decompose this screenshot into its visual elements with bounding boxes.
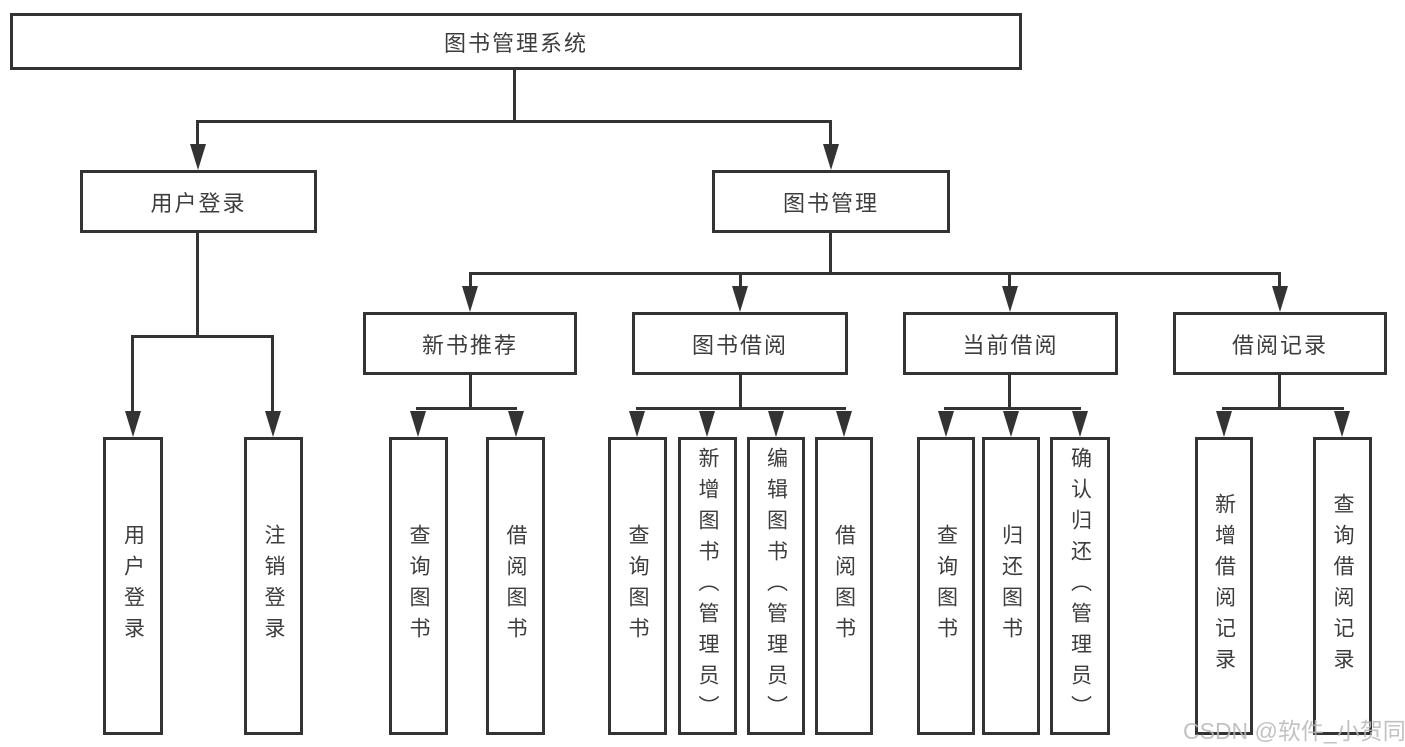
node-user-login: 用户登录: [80, 170, 317, 233]
connector-line: [1278, 272, 1281, 288]
connector-line: [1278, 375, 1281, 410]
node-label: 查询图书: [934, 524, 958, 648]
node-label: 新增借阅记录: [1212, 493, 1236, 679]
node-book-borrowing: 图书借阅: [632, 312, 848, 375]
arrow-down-icon: [1003, 411, 1019, 437]
leaf-query-books-current: 查询图书: [917, 437, 975, 735]
node-label: 图书管理系统: [443, 30, 588, 56]
csdn-watermark: CSDN @软件_小贺同学: [1183, 718, 1405, 744]
connector-line: [829, 120, 832, 146]
arrow-down-icon: [265, 411, 281, 437]
connector-line: [131, 335, 274, 338]
connector-line: [271, 335, 274, 413]
leaf-query-books-recommend: 查询图书: [389, 437, 448, 735]
leaf-query-books-borrow: 查询图书: [608, 437, 667, 735]
arrow-down-icon: [508, 411, 524, 437]
arrow-down-icon: [938, 411, 954, 437]
leaf-add-book-admin: 新增图书（管理员）: [678, 437, 737, 735]
node-label: 编辑图书（管理员）: [764, 446, 788, 726]
connector-line: [829, 233, 832, 275]
leaf-borrow-books-recommend: 借阅图书: [486, 437, 545, 735]
arrow-down-icon: [629, 411, 645, 437]
node-book-management: 图书管理: [712, 170, 950, 233]
node-label: 查询图书: [407, 524, 430, 648]
connector-line: [1222, 407, 1344, 410]
connector-line: [1008, 272, 1011, 288]
connector-line: [1008, 375, 1011, 410]
connector-line: [636, 407, 846, 410]
arrow-down-icon: [1272, 286, 1288, 312]
connector-line: [196, 120, 832, 123]
node-label: 图书借阅: [691, 332, 788, 358]
node-label: 借阅记录: [1231, 332, 1328, 358]
arrow-down-icon: [732, 286, 748, 312]
connector-line: [469, 272, 472, 288]
connector-line: [739, 272, 742, 288]
node-label: 查询图书: [626, 524, 649, 648]
connector-line: [416, 407, 517, 410]
node-label: 注销登录: [262, 524, 285, 648]
node-label: 新增图书（管理员）: [696, 446, 719, 726]
connector-line: [469, 375, 472, 410]
leaf-add-borrow-record: 新增借阅记录: [1195, 437, 1253, 735]
arrow-down-icon: [125, 411, 141, 437]
arrow-down-icon: [699, 411, 715, 437]
node-label: 用户登录: [150, 190, 247, 216]
node-library-management-system: 图书管理系统: [10, 13, 1022, 70]
leaf-query-borrow-record: 查询借阅记录: [1313, 437, 1372, 735]
node-label: 借阅图书: [832, 524, 856, 648]
connector-line: [469, 272, 1281, 275]
arrow-down-icon: [1216, 411, 1232, 437]
arrow-down-icon: [1002, 286, 1018, 312]
leaf-borrow-books: 借阅图书: [815, 437, 873, 735]
leaf-edit-book-admin: 编辑图书（管理员）: [747, 437, 805, 735]
leaf-logout: 注销登录: [244, 437, 303, 735]
node-label: 借阅图书: [504, 524, 527, 648]
arrow-down-icon: [190, 144, 206, 170]
node-label: 查询借阅记录: [1331, 493, 1354, 679]
node-borrowing-records: 借阅记录: [1173, 312, 1387, 375]
connector-line: [739, 375, 742, 410]
node-label: 新书推荐: [421, 332, 518, 358]
arrow-down-icon: [1072, 411, 1088, 437]
connector-line: [196, 233, 199, 338]
node-label: 图书管理: [782, 190, 879, 216]
node-new-book-recommendation: 新书推荐: [363, 312, 577, 375]
leaf-return-book: 归还图书: [982, 437, 1040, 735]
connector-line: [944, 407, 1081, 410]
arrow-down-icon: [823, 144, 839, 170]
node-label: 确认归还（管理员）: [1068, 446, 1092, 726]
connector-line: [196, 120, 199, 146]
node-current-borrowing: 当前借阅: [903, 312, 1118, 375]
connector-line: [513, 68, 516, 120]
leaf-user-login: 用户登录: [103, 437, 163, 735]
arrow-down-icon: [1334, 411, 1350, 437]
arrow-down-icon: [768, 411, 784, 437]
connector-line: [131, 335, 134, 413]
arrow-down-icon: [462, 286, 478, 312]
arrow-down-icon: [410, 411, 426, 437]
node-label: 归还图书: [999, 524, 1023, 648]
node-label: 用户登录: [121, 524, 145, 648]
arrow-down-icon: [836, 411, 852, 437]
leaf-confirm-return-admin: 确认归还（管理员）: [1050, 437, 1110, 735]
node-label: 当前借阅: [962, 332, 1059, 358]
